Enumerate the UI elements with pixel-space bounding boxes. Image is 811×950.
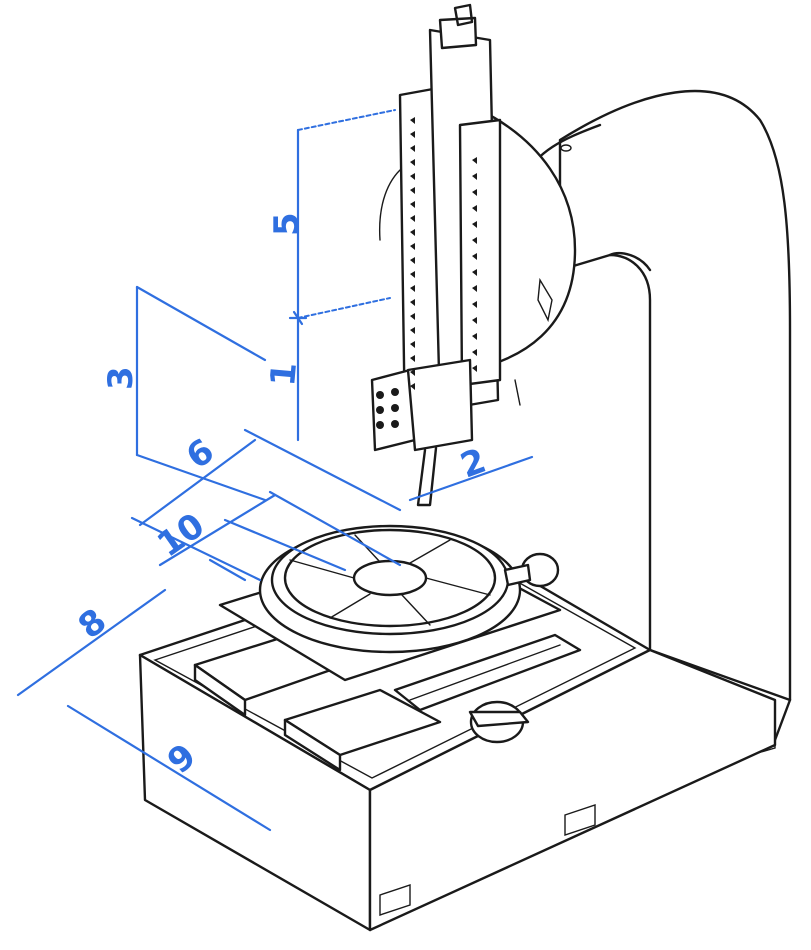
bolt-icon — [472, 365, 477, 372]
head-bolts — [376, 117, 477, 429]
bolt-icon — [410, 145, 415, 152]
bolt-icon — [410, 131, 415, 138]
bolt-icon — [410, 313, 415, 320]
bolt-icon — [410, 201, 415, 208]
bolt-icon — [472, 301, 477, 308]
bolt-icon — [472, 253, 477, 260]
bolt-icon — [472, 349, 477, 356]
bolt-icon — [472, 333, 477, 340]
bolt-icon — [376, 391, 384, 399]
bolt-icon — [472, 285, 477, 292]
label-8: 8 — [71, 601, 114, 647]
bolt-icon — [391, 388, 399, 396]
bolt-icon — [410, 271, 415, 278]
bolt-icon — [410, 299, 415, 306]
bolt-icon — [391, 420, 399, 428]
bolt-icon — [472, 157, 477, 164]
label-2: 2 — [455, 441, 491, 487]
bolt-icon — [472, 221, 477, 228]
machine-column — [518, 89, 792, 759]
bolt-icon — [410, 173, 415, 180]
bolt-icon — [472, 189, 477, 196]
label-3: 3 — [101, 366, 141, 390]
dimension-lines — [16, 109, 534, 832]
ram-head — [370, 3, 577, 507]
bolt-icon — [410, 159, 415, 166]
bolt-icon — [472, 173, 477, 180]
bolt-icon — [376, 406, 384, 414]
label-1: 1 — [263, 361, 305, 388]
bolt-icon — [376, 421, 384, 429]
label-10: 10 — [150, 505, 212, 565]
bolt-icon — [472, 237, 477, 244]
bolt-icon — [410, 215, 415, 222]
bolt-icon — [410, 117, 415, 124]
bolt-icon — [391, 404, 399, 412]
bolt-icon — [472, 205, 477, 212]
bolt-icon — [410, 341, 415, 348]
bolt-icon — [410, 383, 415, 390]
bolt-icon — [410, 369, 415, 376]
bolt-icon — [410, 355, 415, 362]
bolt-icon — [410, 187, 415, 194]
bolt-icon — [472, 269, 477, 276]
bolt-icon — [410, 243, 415, 250]
bolt-icon — [410, 327, 415, 334]
bolt-icon — [410, 285, 415, 292]
bolt-icon — [472, 317, 477, 324]
rotary-table — [258, 524, 560, 654]
bolt-icon — [410, 257, 415, 264]
bolt-icon — [410, 229, 415, 236]
label-5: 5 — [267, 212, 307, 236]
